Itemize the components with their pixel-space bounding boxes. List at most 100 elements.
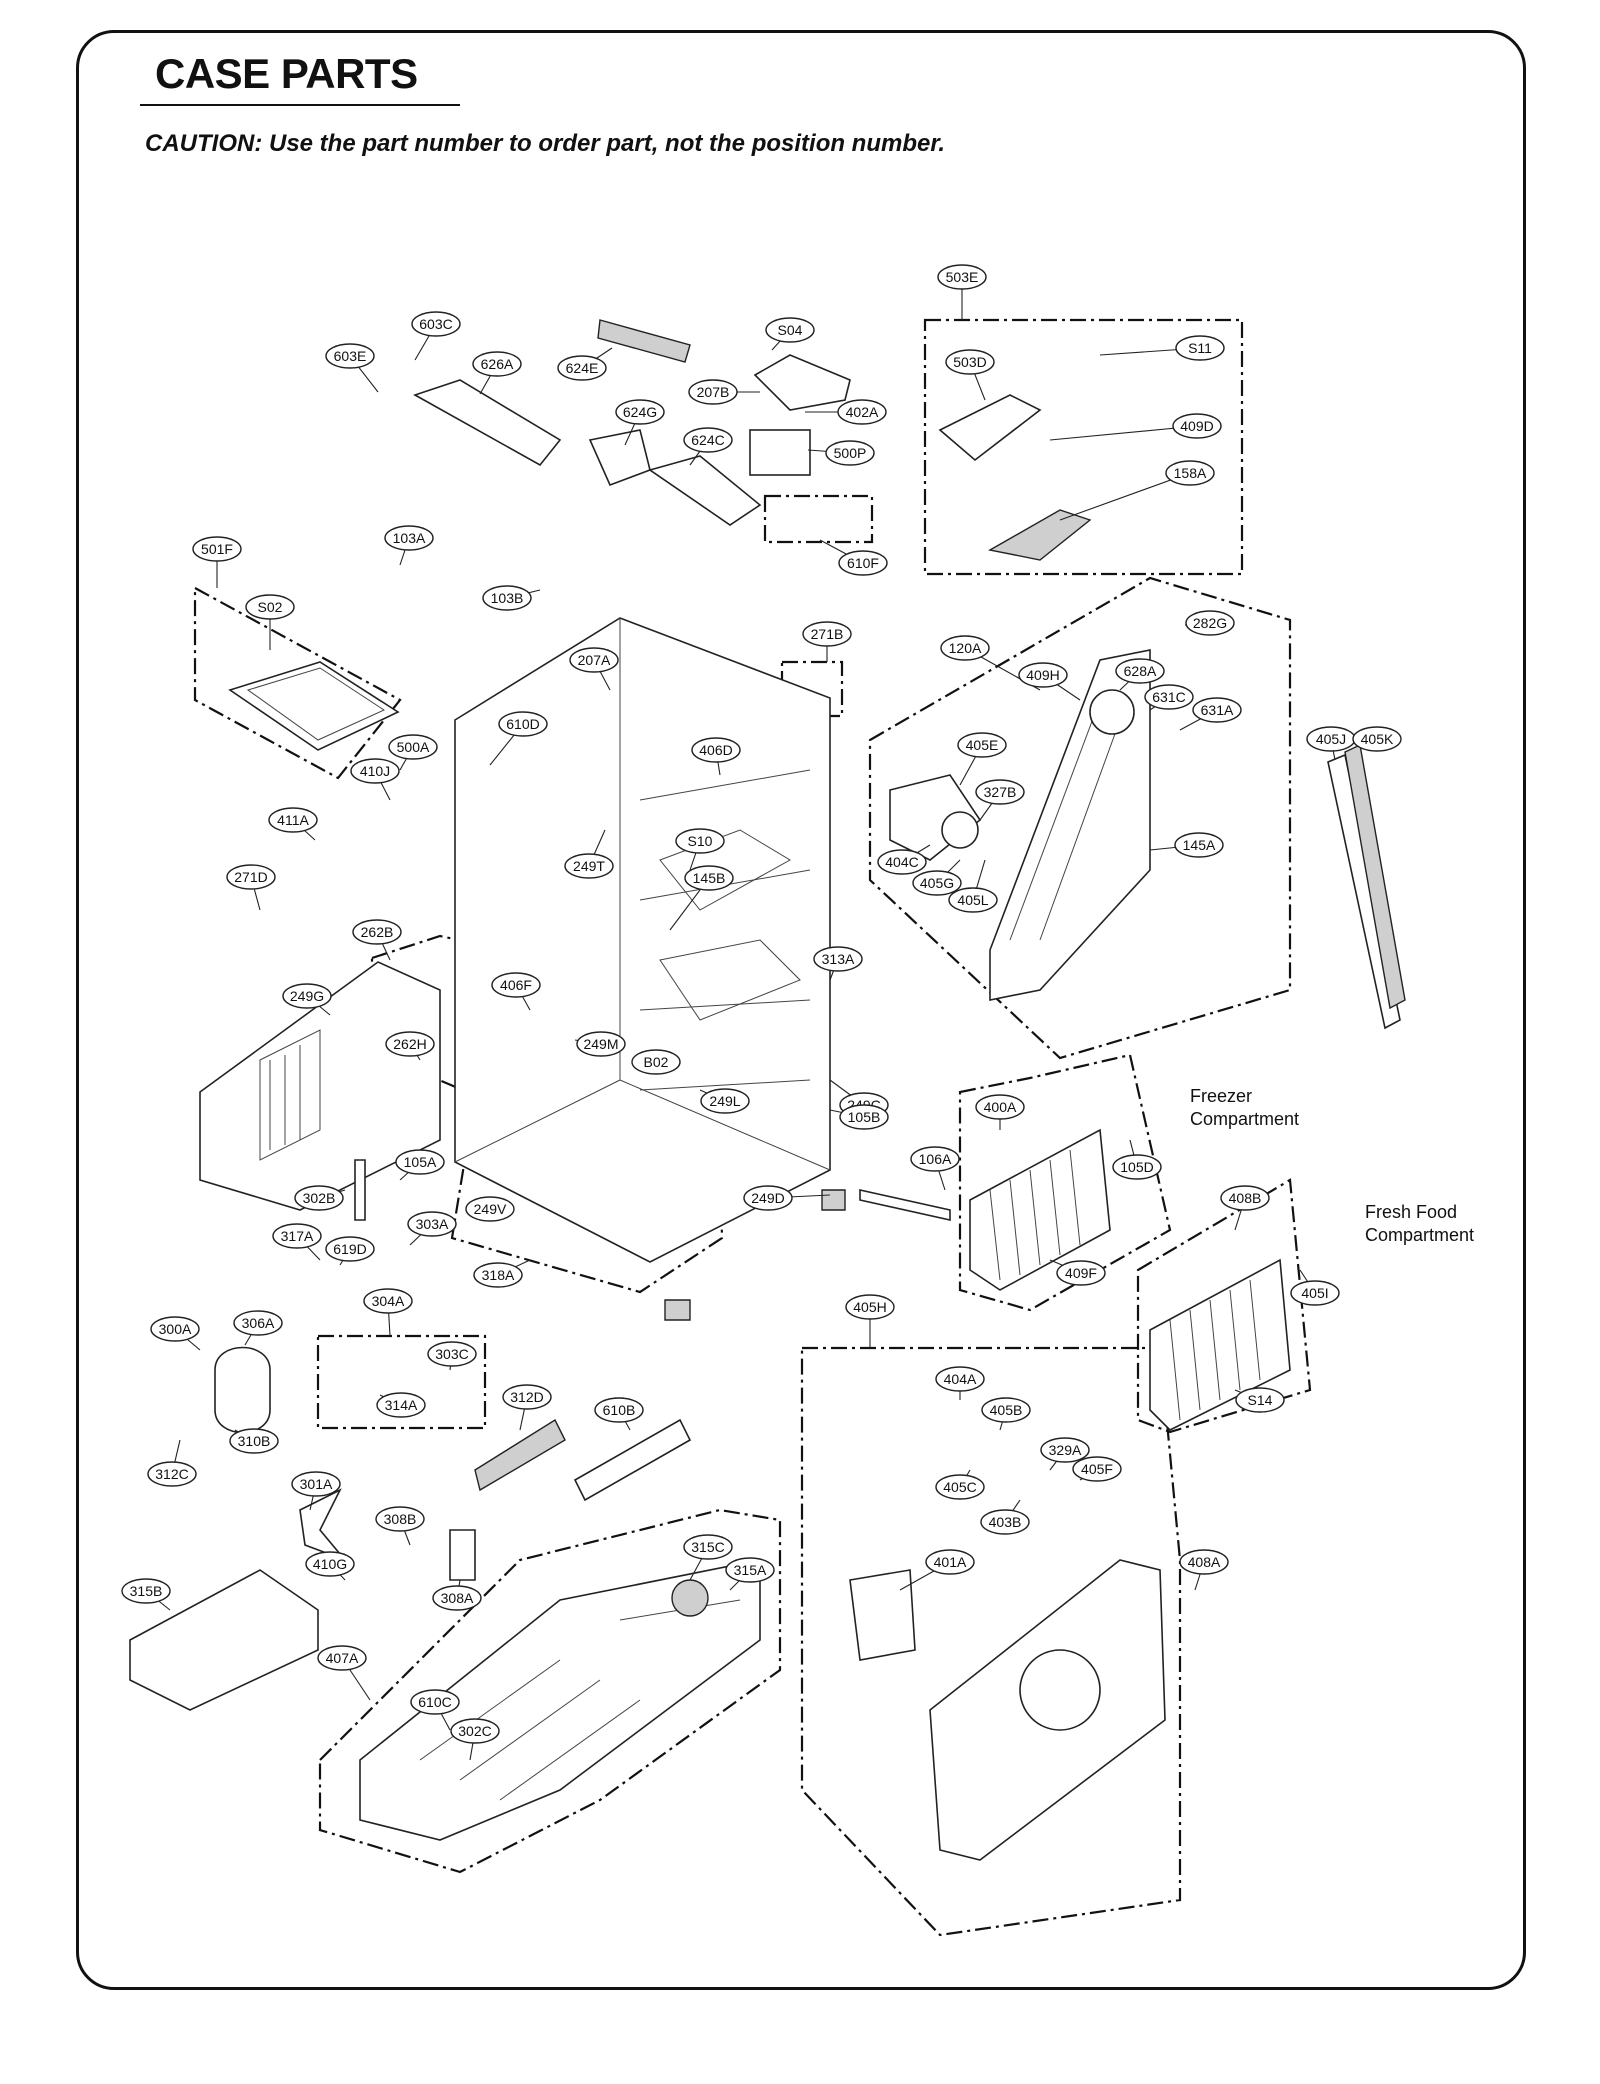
position-label-text: 312D xyxy=(510,1389,543,1405)
position-label-327b: 327B xyxy=(975,779,1025,805)
position-label-text: 249L xyxy=(709,1093,740,1109)
ice-tube-624e xyxy=(597,319,691,363)
position-label-text: 303A xyxy=(416,1216,449,1232)
position-label-303c: 303C xyxy=(427,1341,477,1367)
position-label-106a: 106A xyxy=(910,1146,960,1172)
position-label-329a: 329A xyxy=(1040,1437,1090,1463)
position-label-308a: 308A xyxy=(432,1585,482,1611)
freezer-note-line1: Freezer xyxy=(1190,1086,1252,1106)
position-label-314a: 314A xyxy=(376,1392,426,1418)
position-label-text: 401A xyxy=(934,1554,967,1570)
position-label-262h: 262H xyxy=(385,1031,435,1057)
group-315a-outline xyxy=(318,1508,782,1874)
position-label-text: 631A xyxy=(1201,702,1234,718)
cover-503d xyxy=(938,394,1042,462)
part-drawings xyxy=(129,319,1406,1861)
position-label-s10: S10 xyxy=(675,828,725,854)
evaporator-302b xyxy=(969,1128,1111,1291)
grille-158a xyxy=(988,509,1092,561)
position-label-text: 249V xyxy=(474,1201,507,1217)
position-label-text: 145A xyxy=(1183,837,1216,853)
position-label-s02: S02 xyxy=(245,594,295,620)
position-label-text: 409F xyxy=(1065,1265,1097,1281)
position-label-text: 501F xyxy=(201,541,233,557)
position-label-628a: 628A xyxy=(1115,658,1165,684)
position-label-105a: 105A xyxy=(395,1149,445,1175)
position-label-249l: 249L xyxy=(700,1088,750,1114)
heater-105a xyxy=(354,1159,366,1221)
position-label-text: 158A xyxy=(1174,465,1207,481)
position-label-text: 271D xyxy=(234,869,267,885)
position-label-text: S10 xyxy=(688,833,713,849)
position-label-624e: 624E xyxy=(557,355,607,381)
position-label-262b: 262B xyxy=(352,919,402,945)
position-label-405l: 405L xyxy=(948,887,998,913)
position-label-249m: 249M xyxy=(576,1031,626,1057)
caution-note: CAUTION: Use the part number to order pa… xyxy=(145,130,946,157)
position-label-text: 317A xyxy=(281,1228,314,1244)
position-label-text: 624E xyxy=(566,360,599,376)
position-label-text: 405K xyxy=(1361,731,1394,747)
position-label-406f: 406F xyxy=(491,972,541,998)
position-label-text: 408B xyxy=(1229,1190,1262,1206)
position-label-105d: 105D xyxy=(1112,1154,1162,1180)
position-label-text: 405F xyxy=(1081,1461,1113,1477)
position-label-631c: 631C xyxy=(1144,684,1194,710)
position-label-249g: 249G xyxy=(282,983,332,1009)
position-label-text: B02 xyxy=(644,1054,669,1070)
capacitor-410g xyxy=(449,1529,476,1581)
page-title: CASE PARTS xyxy=(155,50,418,97)
position-label-624g: 624G xyxy=(615,399,665,425)
position-label-405j: 405J xyxy=(1306,726,1356,752)
position-label-249d: 249D xyxy=(743,1185,793,1211)
position-label-text: 303C xyxy=(435,1346,468,1362)
position-label-text: 406F xyxy=(500,977,532,993)
position-label-text: 207A xyxy=(578,652,611,668)
position-label-402a: 402A xyxy=(837,399,887,425)
position-label-405b: 405B xyxy=(981,1397,1031,1423)
group-303a-outline xyxy=(316,1334,487,1430)
position-label-text: 249M xyxy=(583,1036,618,1052)
position-label-631a: 631A xyxy=(1192,697,1242,723)
cover-624c xyxy=(648,455,762,526)
group-271b-outline xyxy=(780,660,844,718)
position-label-105b: 105B xyxy=(839,1104,889,1130)
position-label-text: 405I xyxy=(1301,1285,1328,1301)
position-label-text: 610C xyxy=(418,1694,451,1710)
position-label-text: 271B xyxy=(811,626,844,642)
compressor-300a xyxy=(214,1346,271,1434)
position-label-405h: 405H xyxy=(845,1294,895,1320)
position-label-271d: 271D xyxy=(226,864,276,890)
position-label-text: 503D xyxy=(953,354,986,370)
position-label-407a: 407A xyxy=(317,1645,367,1671)
position-label-text: 603C xyxy=(419,316,452,332)
position-label-411a: 411A xyxy=(268,807,318,833)
position-label-text: 405L xyxy=(957,892,988,908)
position-label-text: 313A xyxy=(822,951,855,967)
tray-501f xyxy=(228,661,400,751)
position-label-text: 105A xyxy=(404,1154,437,1170)
position-label-619d: 619D xyxy=(325,1236,375,1262)
compartment-notes: Freezer Compartment Fresh Food Compartme… xyxy=(1190,1086,1474,1245)
position-label-text: 407A xyxy=(326,1650,359,1666)
position-label-text: 145B xyxy=(693,870,726,886)
position-label-text: 282G xyxy=(1193,615,1227,631)
position-label-306a: 306A xyxy=(233,1310,283,1336)
position-label-158a: 158A xyxy=(1165,460,1215,486)
fan-shroud-407a xyxy=(849,1569,916,1661)
position-label-text: 409D xyxy=(1180,418,1213,434)
position-label-text: 610D xyxy=(506,716,539,732)
position-label-409f: 409F xyxy=(1056,1260,1106,1286)
position-label-501f: 501F xyxy=(192,536,242,562)
position-label-text: 403B xyxy=(989,1514,1022,1530)
position-label-text: 500A xyxy=(397,739,430,755)
position-label-406d: 406D xyxy=(691,737,741,763)
position-label-text: 500P xyxy=(834,445,867,461)
motor-624g xyxy=(588,429,651,487)
position-label-410j: 410J xyxy=(350,758,400,784)
position-label-500a: 500A xyxy=(388,734,438,760)
leg-106a-right xyxy=(821,1189,846,1211)
position-label-405i: 405I xyxy=(1290,1280,1340,1306)
position-label-text: 405H xyxy=(853,1299,886,1315)
